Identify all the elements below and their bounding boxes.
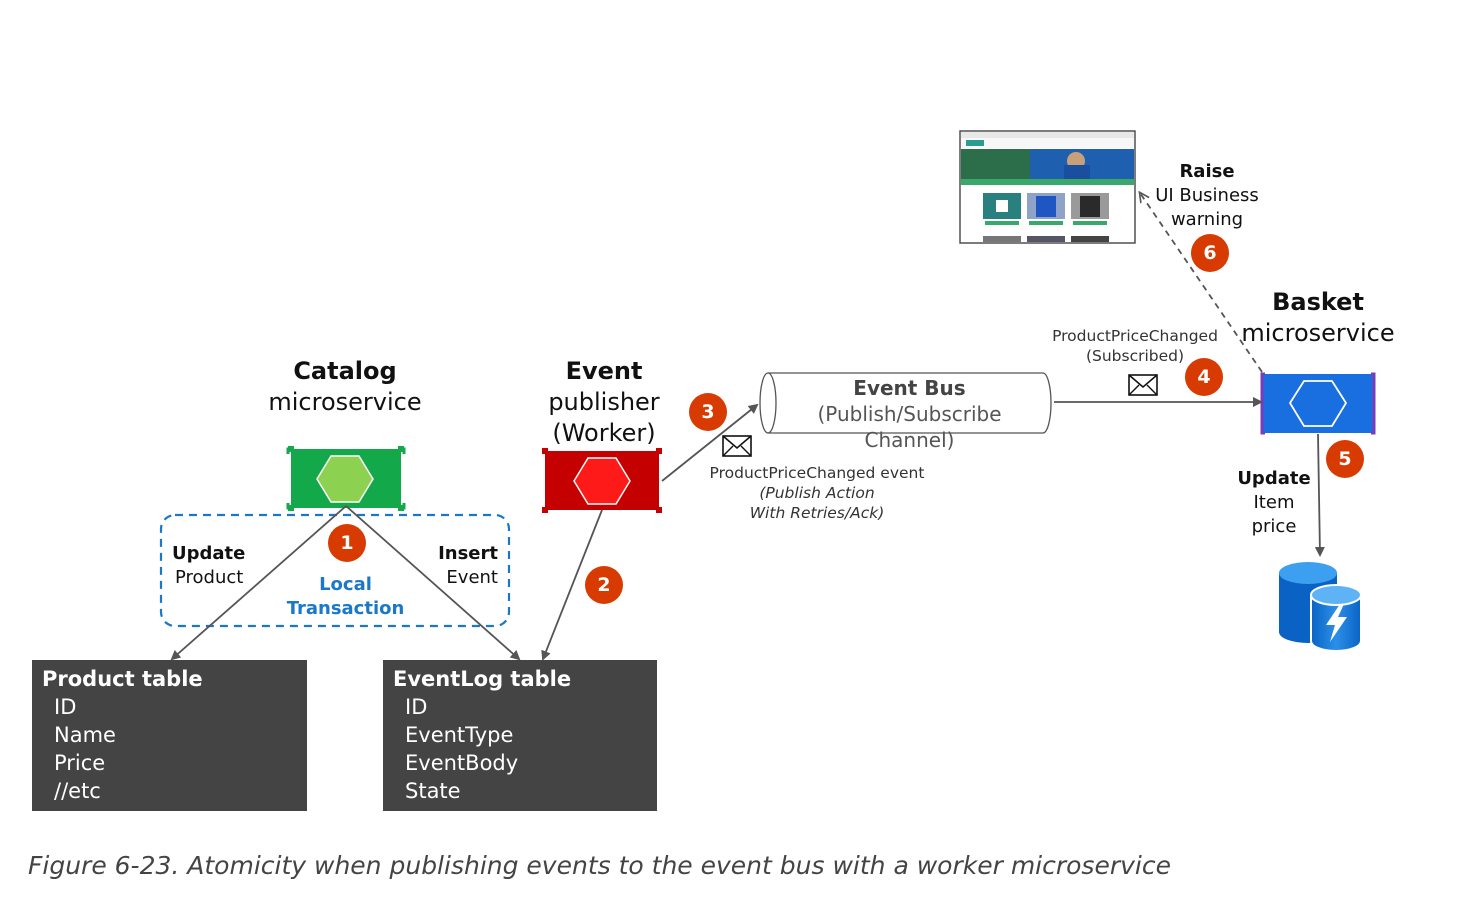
eventlog-table-field: ID bbox=[405, 695, 428, 719]
local-transaction-label: Local Transaction bbox=[278, 573, 413, 621]
product-table-field: ID bbox=[54, 695, 77, 719]
step-badge-2: 2 bbox=[585, 566, 623, 604]
subscribed-event-label: ProductPriceChanged (Subscribed) bbox=[1044, 326, 1226, 366]
product-table-field: Price bbox=[54, 751, 106, 775]
subscribed-event-line2: (Subscribed) bbox=[1085, 347, 1185, 365]
update-product-normal: Product bbox=[175, 567, 244, 588]
update-product-bold: Update bbox=[172, 543, 246, 564]
raise-warning-line3: warning bbox=[1170, 209, 1244, 230]
event-bus-subtitle: (Publish/Subscribe Channel) bbox=[817, 402, 1002, 452]
arrow-insert-event bbox=[345, 505, 521, 661]
catalog-subtitle: microservice bbox=[268, 388, 422, 416]
insert-event-label: Insert Event bbox=[420, 542, 498, 590]
update-item-price-line3: price bbox=[1251, 516, 1297, 537]
published-event-label: ProductPriceChanged event (Publish Actio… bbox=[697, 463, 937, 523]
event-bus-title: Event Bus bbox=[853, 376, 966, 400]
subscribed-event-line1: ProductPriceChanged bbox=[1052, 327, 1218, 345]
arrow-publisher-to-eventlog bbox=[541, 509, 603, 661]
publisher-line1: Event bbox=[565, 357, 643, 385]
arrow-update-product bbox=[170, 505, 347, 661]
published-event-line3: With Retries/Ack) bbox=[749, 504, 885, 522]
update-product-label: Update Product bbox=[172, 542, 245, 590]
basket-service-title: Basket microservice bbox=[1228, 287, 1408, 349]
raise-warning-bold: Raise bbox=[1179, 161, 1235, 182]
local-transaction-line1: Local bbox=[319, 574, 372, 595]
basket-subtitle: microservice bbox=[1241, 319, 1395, 347]
product-table-title: Product table bbox=[42, 667, 203, 691]
raise-warning-label: Raise UI Business warning bbox=[1140, 160, 1274, 232]
eventlog-table-field: EventBody bbox=[405, 751, 519, 775]
insert-event-normal: Event bbox=[446, 567, 498, 588]
update-item-price-label: Update Item price bbox=[1225, 467, 1323, 539]
catalog-service-title: Catalog microservice bbox=[245, 356, 445, 418]
step-badge-3: 3 bbox=[689, 393, 727, 431]
eventlog-table-title: EventLog table bbox=[393, 667, 572, 691]
eventlog-table-field: EventType bbox=[405, 723, 514, 747]
arrow-raise-warning bbox=[1140, 193, 1263, 373]
publisher-line2: publisher bbox=[548, 388, 660, 416]
event-bus-label: Event Bus (Publish/Subscribe Channel) bbox=[772, 375, 1047, 453]
database-icon bbox=[1279, 562, 1362, 652]
catalog-microservice-icon bbox=[286, 446, 406, 511]
basket-title: Basket bbox=[1272, 288, 1364, 316]
step-badge-6: 6 bbox=[1191, 234, 1229, 272]
update-item-price-line2: Item bbox=[1253, 492, 1295, 513]
envelope-icon-subscribe bbox=[1128, 374, 1158, 396]
publisher-line3: (Worker) bbox=[552, 419, 656, 447]
update-item-price-bold: Update bbox=[1237, 468, 1311, 489]
insert-event-bold: Insert bbox=[438, 543, 498, 564]
product-table-field: Name bbox=[54, 723, 116, 747]
eventlog-table-field: State bbox=[405, 779, 461, 803]
step-badge-5: 5 bbox=[1326, 440, 1364, 478]
basket-microservice-icon bbox=[1260, 372, 1376, 435]
product-table: Product table ID Name Price //etc bbox=[32, 660, 307, 811]
event-bus-cylinder bbox=[759, 372, 1052, 434]
step-badge-4: 4 bbox=[1185, 358, 1223, 396]
product-table-field: //etc bbox=[54, 779, 101, 803]
eventlog-table: EventLog table ID EventType EventBody St… bbox=[383, 660, 657, 811]
catalog-title: Catalog bbox=[293, 357, 397, 385]
publisher-title: Event publisher (Worker) bbox=[524, 356, 684, 449]
figure-caption: Figure 6-23. Atomicity when publishing e… bbox=[28, 851, 1171, 880]
arrow-basket-to-db bbox=[1314, 433, 1325, 557]
envelope-icon-publish bbox=[722, 435, 752, 457]
arrow-publish-to-bus bbox=[661, 403, 759, 482]
raise-warning-line2: UI Business bbox=[1155, 185, 1259, 206]
published-event-line2: (Publish Action bbox=[759, 484, 875, 502]
event-publisher-icon bbox=[542, 448, 662, 513]
webstore-screenshot-thumbnail bbox=[959, 130, 1136, 244]
local-transaction-line2: Transaction bbox=[286, 598, 405, 619]
step-badge-1: 1 bbox=[328, 524, 366, 562]
published-event-line1: ProductPriceChanged event bbox=[709, 464, 925, 482]
